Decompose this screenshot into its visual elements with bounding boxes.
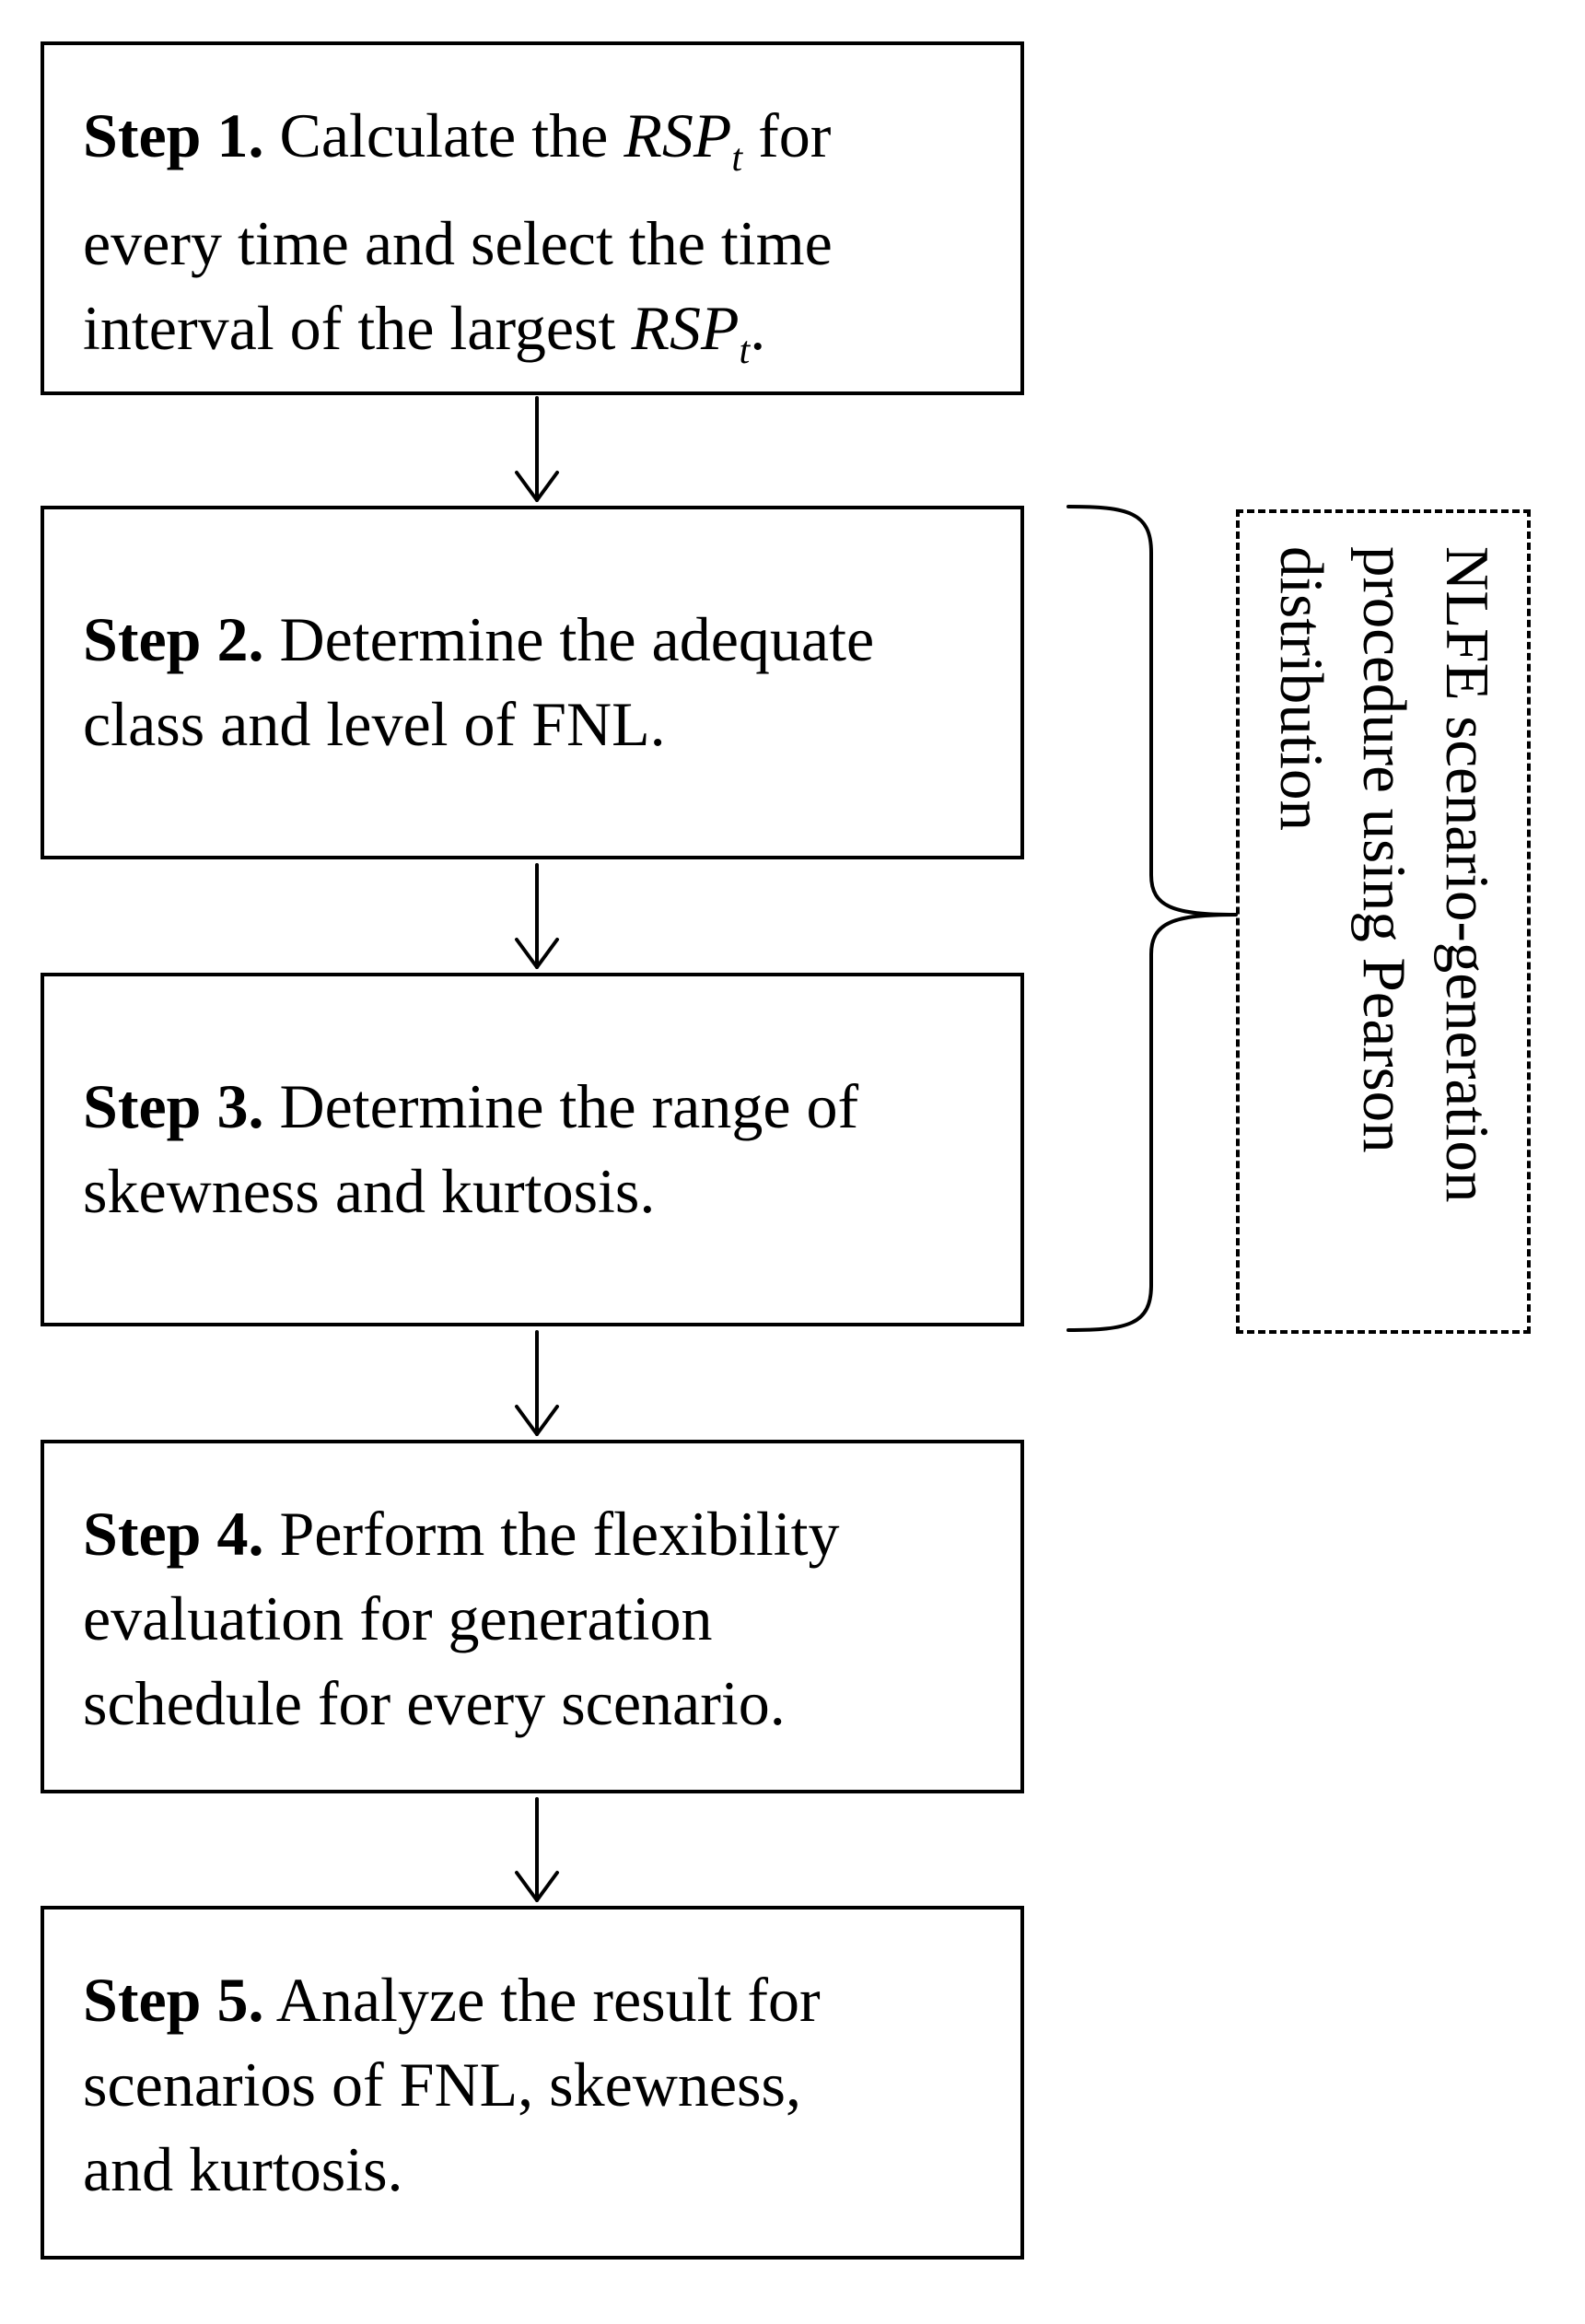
step-1-box: Step 1. Calculate the RSPt for every tim… — [41, 41, 1024, 395]
step-1-line-3-pre: interval of the largest — [83, 292, 632, 363]
step-5-text: Step 5. Analyze the result for scenarios… — [83, 1957, 993, 2212]
step-1-line-3-post: . — [750, 292, 766, 363]
rsp-variable: RSP — [631, 292, 740, 363]
rsp-subscript: t — [731, 135, 743, 180]
step-5-line-3: and kurtosis. — [83, 2134, 403, 2204]
step-3-label: Step 3. — [83, 1071, 264, 1141]
step-1-line-3: interval of the largest RSPt. — [83, 286, 993, 393]
step-2-box: Step 2. Determine the adequate class and… — [41, 506, 1024, 859]
step-5-box: Step 5. Analyze the result for scenarios… — [41, 1906, 1024, 2260]
step-4-label: Step 4. — [83, 1499, 264, 1569]
arrow-step4-to-step5 — [515, 1797, 559, 1902]
step-4-text: Step 4. Perform the flexibility evaluati… — [83, 1491, 993, 1746]
step-2-text: Step 2. Determine the adequate class and… — [83, 597, 993, 766]
rsp-variable: RSP — [624, 100, 732, 170]
bracket-note-line-2: procedure using Pearson — [1350, 546, 1418, 1153]
step-1-line-1: Step 1. Calculate the RSPt for — [83, 93, 993, 201]
step-2-label: Step 2. — [83, 604, 264, 674]
step-4-line-1-pre: Perform the flexibility — [263, 1499, 840, 1569]
step-3-box: Step 3. Determine the range of skewness … — [41, 973, 1024, 1326]
arrow-step3-to-step4 — [515, 1330, 559, 1436]
step-1-line-2: every time and select the time — [83, 207, 833, 278]
step-3-line-2: skewness and kurtosis. — [83, 1156, 656, 1226]
bracket-note-line-1: NLFE scenario-generation — [1433, 546, 1501, 1203]
step-1-line-1-pre: Calculate the — [263, 100, 624, 170]
step-3-line-1: Step 3. Determine the range of — [83, 1064, 993, 1149]
step-1-label: Step 1. — [83, 100, 264, 170]
step-4-line-3: schedule for every scenario. — [83, 1668, 786, 1738]
step-1-line-1-post: for — [742, 100, 832, 170]
step-3-text: Step 3. Determine the range of skewness … — [83, 1064, 993, 1233]
step-2-line-1: Step 2. Determine the adequate — [83, 597, 993, 682]
step-5-line-1-pre: Analyze the result for — [263, 1965, 821, 2035]
curly-brace — [1066, 505, 1238, 1332]
arrow-step1-to-step2 — [515, 396, 559, 502]
step-4-box: Step 4. Perform the flexibility evaluati… — [41, 1440, 1024, 1793]
step-5-line-1: Step 5. Analyze the result for — [83, 1957, 993, 2042]
step-5-line-2: scenarios of FNL, skewness, — [83, 2050, 801, 2120]
bracket-note-box: NLFE scenario-generation procedure using… — [1236, 509, 1531, 1334]
step-4-line-2: evaluation for generation — [83, 1583, 713, 1653]
step-2-line-2: class and level of FNL. — [83, 689, 666, 759]
step-2-line-1-pre: Determine the adequate — [263, 604, 875, 674]
step-1-text: Step 1. Calculate the RSPt for every tim… — [83, 93, 993, 393]
bracket-note-text: NLFE scenario-generation procedure using… — [1240, 513, 1527, 1330]
step-5-label: Step 5. — [83, 1965, 264, 2035]
bracket-note-line-3: distribution — [1267, 546, 1335, 831]
step-4-line-1: Step 4. Perform the flexibility — [83, 1491, 993, 1576]
rsp-subscript: t — [739, 328, 751, 372]
step-3-line-1-pre: Determine the range of — [263, 1071, 859, 1141]
arrow-step2-to-step3 — [515, 863, 559, 969]
